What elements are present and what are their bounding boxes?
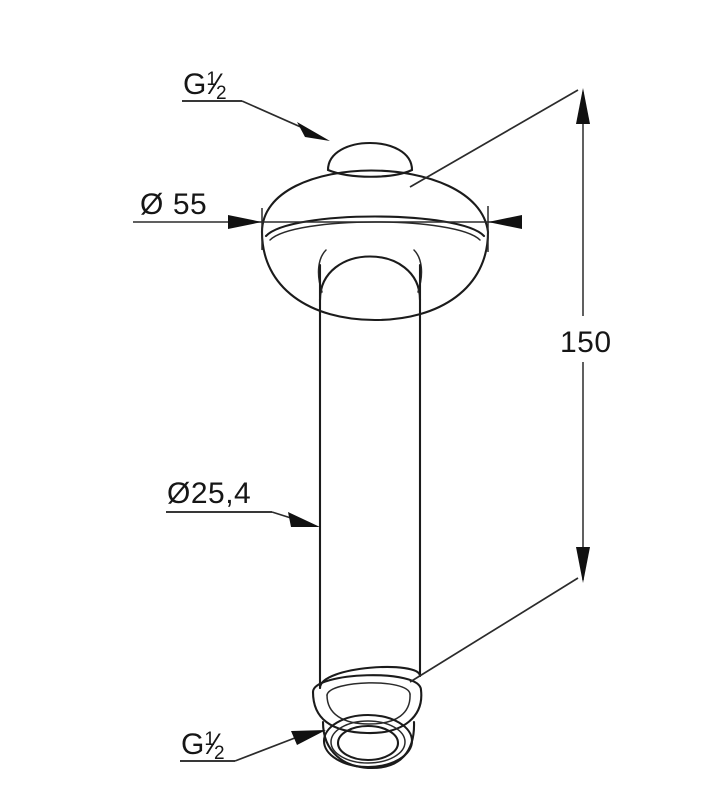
top-thread-arrow (297, 122, 330, 141)
dimension-arrow-right (488, 215, 522, 229)
top-thread-numerator: 1 (206, 69, 217, 90)
label-overall-length: 150 (560, 326, 612, 359)
label-top-thread: G1⁄2 (183, 68, 227, 104)
label-tube-diameter: Ø25,4 (167, 477, 251, 510)
leader-top-thread (182, 100, 330, 141)
svg-text:G1⁄2: G1⁄2 (181, 728, 225, 764)
overall-length-arrow-top (576, 88, 590, 124)
dimension-overall-length (409, 88, 622, 683)
leader-bottom-thread (180, 730, 326, 762)
product-geometry (260, 142, 490, 770)
svg-text:Ø55: Ø 55 (140, 188, 207, 221)
tube-diameter-symbol: Ø (167, 477, 191, 510)
top-thread-prefix: G (183, 68, 206, 101)
tube-diameter-arrow (288, 512, 320, 527)
bottom-thread-prefix: G (181, 728, 204, 761)
overall-length-value: 150 (560, 326, 612, 359)
label-flange-diameter: Ø 55 (140, 188, 207, 221)
bottom-end-fitting (311, 665, 423, 770)
bottom-thread-denominator: 2 (214, 743, 225, 764)
dimension-flange-diameter (133, 206, 522, 252)
top-thread-denominator: 2 (216, 83, 227, 104)
svg-text:G1⁄2: G1⁄2 (183, 68, 227, 104)
overall-length-arrow-bottom (576, 547, 590, 583)
tube-body (318, 263, 422, 690)
svg-text:Ø25,4: Ø25,4 (167, 477, 251, 510)
tube-diameter-value: 25,4 (191, 477, 251, 510)
dimension-tube-diameter (166, 511, 320, 527)
dimension-arrow-left (228, 215, 262, 229)
bottom-thread-arrow (291, 730, 326, 745)
flange-diameter-value: 55 (173, 188, 207, 221)
flange-diameter-symbol: Ø (140, 188, 164, 221)
escutcheon-flange (260, 169, 490, 322)
label-bottom-thread: G1⁄2 (181, 728, 225, 764)
bottom-thread-numerator: 1 (204, 729, 215, 750)
